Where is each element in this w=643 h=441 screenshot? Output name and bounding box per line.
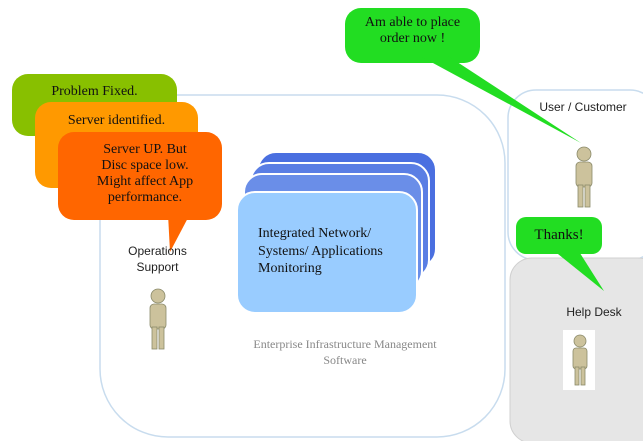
bubble-server-up-text: Server UP. But Disc space low. Might aff… xyxy=(70,142,220,206)
enterprise-software-line: Software xyxy=(323,353,367,368)
bubble-server-up-line: performance. xyxy=(107,190,183,206)
monitoring-box-line: Systems/ Applications xyxy=(258,243,383,259)
bubble-problem-fixed-text: Problem Fixed. xyxy=(51,84,138,99)
bubble-server-up-line: Disc space low. xyxy=(101,158,189,174)
bubble-server-up-line: Might affect App xyxy=(96,174,194,190)
bubble-server-up-line: Server UP. But xyxy=(103,142,187,157)
monitoring-box-line: Integrated Network/ xyxy=(258,226,372,241)
person-icon xyxy=(575,146,593,208)
bubble-server-up xyxy=(58,132,222,252)
person-icon xyxy=(149,288,167,350)
operations-support-line: Operations xyxy=(128,244,187,258)
monitoring-box-text: Integrated Network/ Systems/ Application… xyxy=(258,225,418,278)
operations-support-label: Operations Support xyxy=(115,244,200,275)
bubble-thanks-text: Thanks! xyxy=(534,227,584,243)
bubble-user-order-line: Am able to place xyxy=(364,15,461,30)
bubble-server-identified-text: Server identified. xyxy=(67,113,166,128)
person-icon xyxy=(572,334,588,386)
monitoring-box-line: Monitoring xyxy=(258,261,322,276)
user-customer-label: User / Customer xyxy=(539,100,627,114)
bubble-user-order xyxy=(345,8,581,143)
stack-box-front xyxy=(236,191,418,314)
bubble-thanks xyxy=(516,217,604,291)
enterprise-software-label: Enterprise Infrastructure Management Sof… xyxy=(215,336,475,368)
enterprise-software-line: Enterprise Infrastructure Management xyxy=(253,337,437,351)
bubble-user-order-line: order now ! xyxy=(379,31,446,47)
help-desk-label: Help Desk xyxy=(566,305,622,319)
operations-support-line: Support xyxy=(136,259,179,274)
bubble-user-order-text: Am able to place order now ! xyxy=(345,15,480,47)
